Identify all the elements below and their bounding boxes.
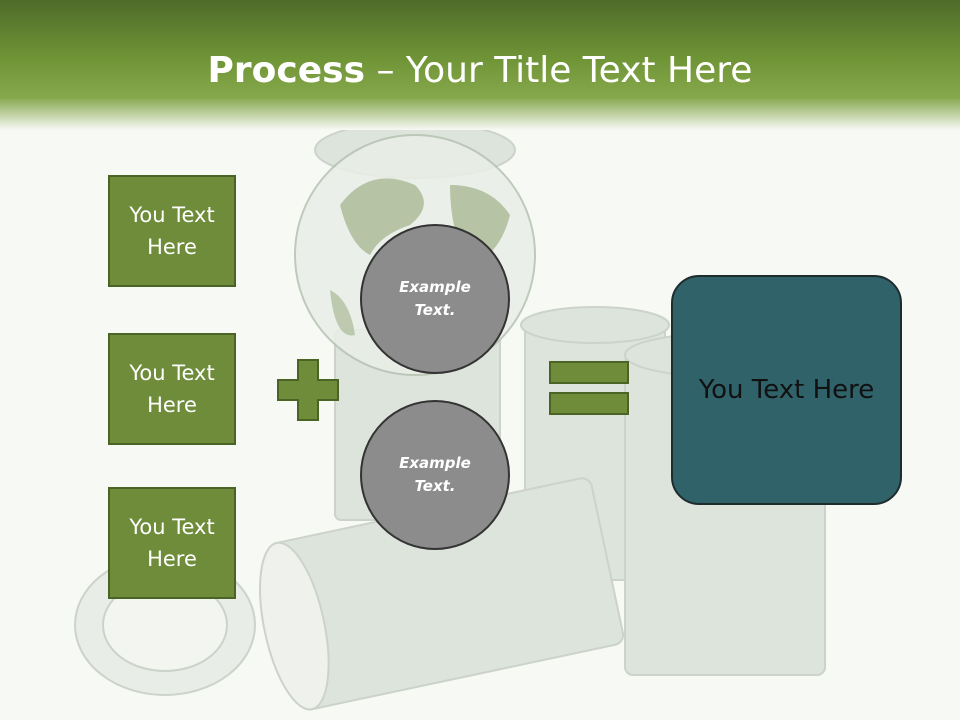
example-circle-1[interactable]: Example Text.: [360, 224, 510, 374]
text-box-2-label: You Text Here: [129, 361, 215, 417]
result-box-label: You Text Here: [698, 375, 875, 405]
text-box-2[interactable]: You Text Here: [108, 333, 236, 445]
page-title: Process – Your Title Text Here: [0, 50, 960, 91]
result-box[interactable]: You Text Here: [671, 275, 902, 505]
text-box-3[interactable]: You Text Here: [108, 487, 236, 599]
title-bold: Process: [207, 50, 366, 91]
text-box-1-label: You Text Here: [129, 203, 215, 259]
title-bar: [0, 0, 960, 130]
title-rest: – Your Title Text Here: [365, 50, 753, 91]
text-box-3-label: You Text Here: [129, 515, 215, 571]
example-circle-2[interactable]: Example Text.: [360, 400, 510, 550]
text-box-1[interactable]: You Text Here: [108, 175, 236, 287]
example-circle-1-label: Example Text.: [399, 278, 471, 319]
equals-icon: [549, 361, 629, 415]
example-circle-2-label: Example Text.: [399, 454, 471, 495]
plus-icon: [277, 359, 339, 421]
